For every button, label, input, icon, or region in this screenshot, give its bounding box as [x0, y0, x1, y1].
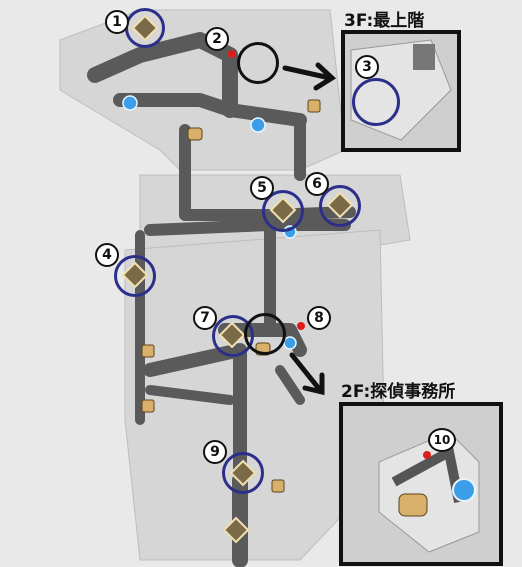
puzzle-piece-icon [141, 344, 155, 358]
bangboo-face-icon [398, 493, 428, 517]
marker-number-8: 8 [307, 306, 331, 330]
marker-number-2: 2 [205, 27, 229, 51]
label-2f: 2F:探偵事務所 [341, 382, 456, 402]
label-3f: 3F:最上階 [344, 11, 425, 31]
red-dot-8 [297, 322, 305, 330]
marker-number-1: 1 [105, 10, 129, 34]
puzzle-piece-icon [271, 479, 285, 493]
marker-number-5: 5 [250, 176, 274, 200]
ring-marker-6 [319, 185, 361, 227]
red-dot-2 [228, 50, 236, 58]
ring-marker-3 [352, 78, 400, 126]
marker-number-3: 3 [355, 55, 379, 79]
red-dot-10 [423, 451, 431, 459]
waypoint-extra-icon [222, 516, 250, 544]
fast-travel-icon [250, 117, 266, 133]
arrow-to-2f [289, 352, 323, 393]
pointer-arrows [282, 62, 337, 396]
fast-travel-icon [452, 478, 476, 502]
puzzle-piece-icon [141, 399, 155, 413]
fast-travel-icon [283, 336, 297, 350]
location-ring-2f-entrance [244, 313, 286, 355]
marker-number-6: 6 [305, 172, 329, 196]
puzzle-piece-icon [307, 99, 321, 113]
ring-marker-4 [114, 255, 156, 297]
inset-2f-map [378, 431, 480, 553]
marker-number-9: 9 [203, 440, 227, 464]
fast-travel-icon [122, 95, 138, 111]
arrow-to-3f [282, 65, 333, 81]
bangboo-face-icon [187, 127, 203, 141]
marker-number-10: 10 [428, 428, 456, 452]
location-ring-3f-entrance [237, 42, 279, 84]
ring-marker-5 [262, 190, 304, 232]
marker-number-4: 4 [95, 243, 119, 267]
ring-marker-1 [125, 8, 165, 48]
marker-number-7: 7 [193, 306, 217, 330]
ring-marker-9 [222, 452, 264, 494]
